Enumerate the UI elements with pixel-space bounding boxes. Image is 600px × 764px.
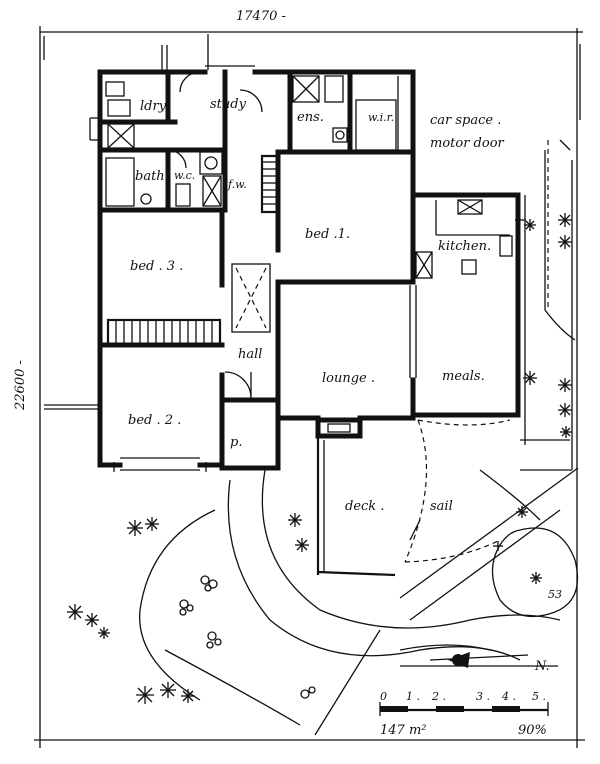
fixtures (105, 75, 513, 439)
room-label-study: study (210, 97, 247, 112)
room-label-ensuite: ens. (297, 110, 324, 125)
shrubs (67, 213, 572, 704)
scale-tick-2: 2 . (431, 690, 446, 703)
label-deck: deck . (345, 499, 384, 514)
label-motor-door: motor door (430, 136, 505, 151)
floor-area-label: 147 m² (380, 723, 426, 738)
width-dimension-label: 17470 - (236, 9, 286, 24)
annotation-fw: f.w. (227, 178, 247, 191)
north-label: N. (534, 659, 550, 674)
room-label-bed-1: bed .1. (305, 227, 350, 242)
room-label-lounge: lounge . (322, 371, 375, 386)
site-coverage-label: 90% (518, 723, 547, 738)
room-label-wc: w.c. (174, 169, 195, 182)
scale-tick-5: 5 . (532, 690, 546, 703)
room-label-laundry: ldry. (140, 99, 168, 114)
driveway (520, 139, 576, 471)
scale-tick-4: 4 . (501, 690, 516, 703)
windows (89, 34, 526, 472)
room-label-kitchen: kitchen. (438, 239, 491, 254)
room-label-wir: w.i.r. (368, 111, 394, 124)
room-label-hall: hall (238, 347, 262, 362)
label-sail: sail (430, 499, 453, 514)
deck (316, 419, 511, 577)
scale-bar (379, 702, 549, 716)
north-arrow-icon (400, 652, 558, 668)
stairs (106, 154, 280, 346)
site-boundary (34, 26, 585, 748)
room-label-bed-3: bed . 3 . (130, 259, 183, 274)
label-car-space: car space . (430, 113, 501, 128)
label-tree-number: 53 (548, 588, 562, 601)
doors (167, 71, 263, 399)
room-label-pantry: p. (230, 435, 242, 450)
room-label-bed-2: bed . 2 . (128, 413, 181, 428)
scale-tick-0: 0 (380, 690, 387, 703)
house-walls (97, 69, 521, 471)
existing-tree (491, 527, 579, 618)
scale-tick-1: 1 . (406, 690, 420, 703)
depth-dimension-label: 22600 - (13, 360, 28, 411)
scale-tick-3: 3 . (476, 690, 490, 703)
room-label-meals: meals. (442, 369, 485, 384)
room-label-bath: bath (135, 169, 165, 184)
